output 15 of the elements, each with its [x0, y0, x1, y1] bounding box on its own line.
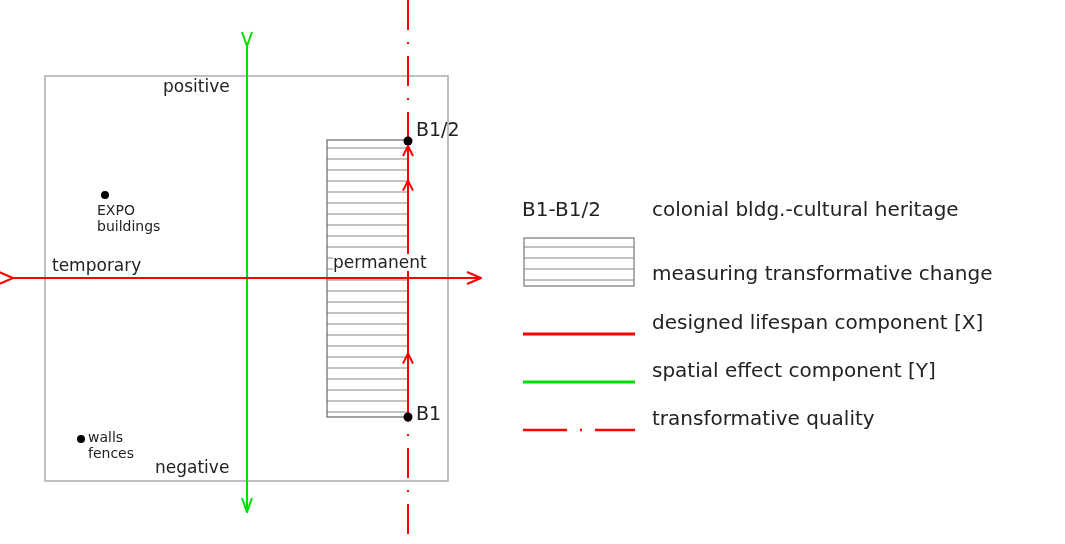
point-label: EXPO buildings	[97, 202, 162, 235]
axis-label: negative	[155, 458, 230, 478]
point-label: walls fences	[88, 429, 136, 462]
axis-label: permanent	[333, 254, 427, 271]
point-label: B1/2	[416, 119, 460, 140]
legend-label: measuring transformative change	[652, 262, 993, 285]
legend-label: spatial effect component [Y]	[652, 359, 936, 382]
legend-label: designed lifespan component [X]	[652, 311, 984, 334]
axis-label: temporary	[52, 256, 142, 276]
key-description: colonial bldg.-cultural heritage	[652, 198, 959, 221]
legend-key: B1-B1/2	[522, 198, 601, 221]
legend-label: transformative quality	[652, 407, 875, 430]
arrow	[402, 145, 414, 413]
point-label: B1	[416, 403, 442, 424]
axis-label: positive	[163, 77, 230, 97]
